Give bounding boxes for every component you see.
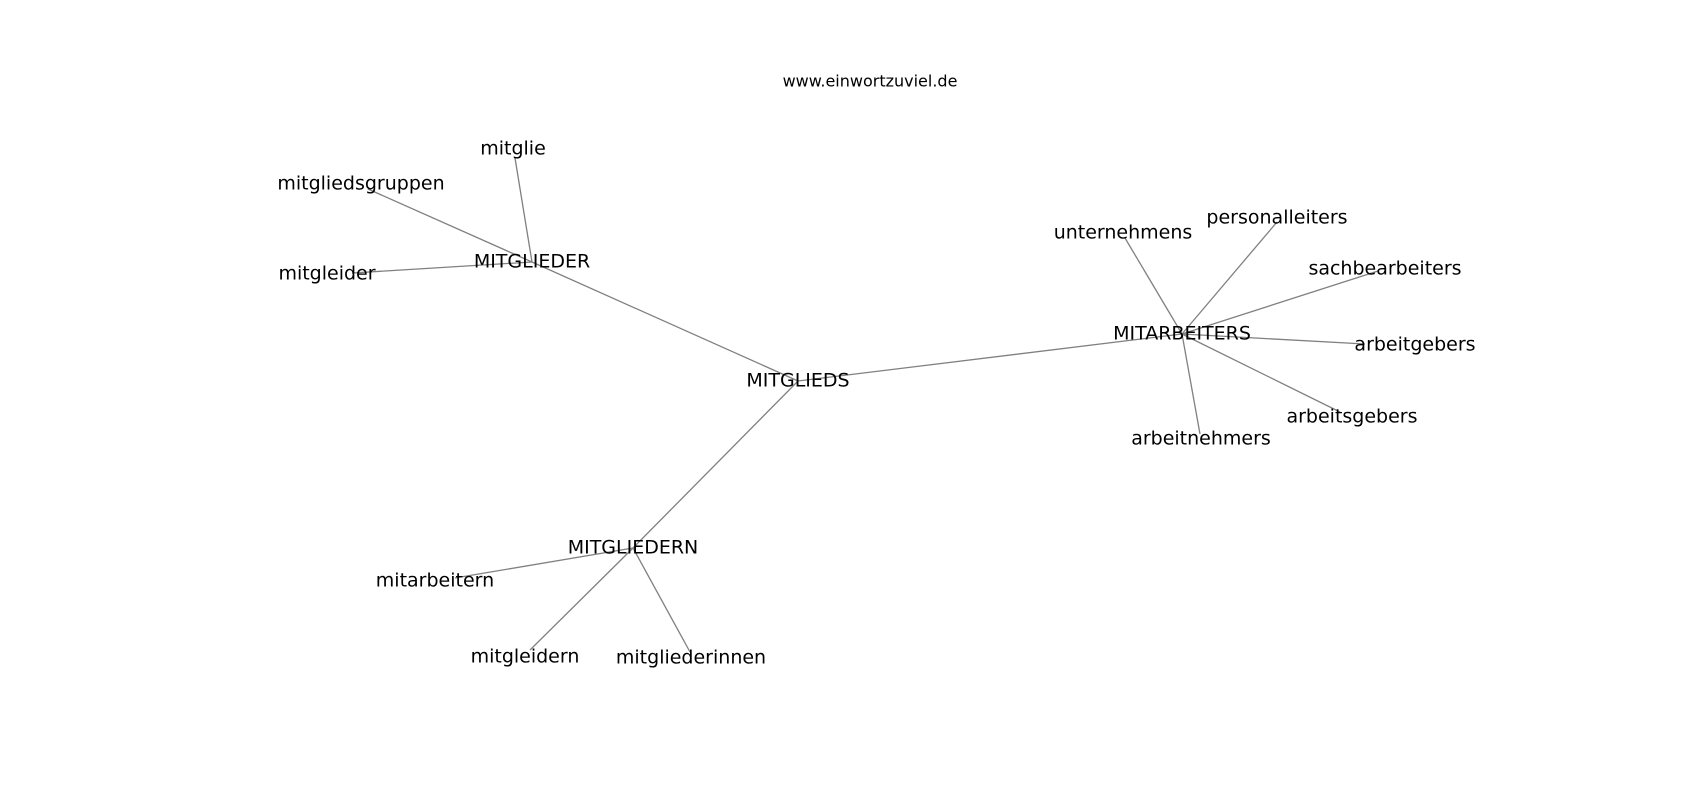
node-label-mitgliedsgruppen: mitgliedsgruppen xyxy=(277,173,444,195)
node-label-mitarbeitern: mitarbeitern xyxy=(376,570,494,592)
edge-mitarbeiters-arbeitgebers xyxy=(1181,333,1366,345)
node-label-mitglieds: MITGLIEDS xyxy=(746,370,849,392)
edge-mitarbeiters-arbeitnehmers xyxy=(1181,333,1201,435)
node-label-mitglie: mitglie xyxy=(480,138,546,160)
edge-mitglieds-mitarbeiters xyxy=(797,333,1183,382)
edge-mitarbeiters-unternehmens xyxy=(1124,237,1183,335)
edge-mitglieder-mitgliedsgruppen xyxy=(367,188,533,263)
edge-mitglieder-mitglie xyxy=(514,157,533,263)
edge-mitarbeiters-sachbearbeiters xyxy=(1181,270,1379,335)
node-layer: MITGLIEDS MITGLIEDER MITGLIEDERN MITARBEITE… xyxy=(277,138,1475,669)
node-label-personalleiters: personalleiters xyxy=(1206,207,1347,229)
edge-mitgliedern-mitarbeitern xyxy=(454,547,634,579)
edge-mitglieds-mitglieder xyxy=(531,261,799,382)
node-label-mitglieder: MITGLIEDER xyxy=(474,251,590,273)
edge-mitgliedern-mitgleidern xyxy=(529,547,634,651)
edge-mitgliedern-mitgliederinnen xyxy=(632,547,691,653)
node-label-arbeitnehmers: arbeitnehmers xyxy=(1131,428,1271,450)
edge-layer xyxy=(351,157,1379,653)
node-label-mitgleidern: mitgleidern xyxy=(471,646,580,668)
node-label-arbeitgebers: arbeitgebers xyxy=(1354,334,1475,356)
node-label-unternehmens: unternehmens xyxy=(1054,222,1193,244)
node-label-mitarbeiters: MITARBEITERS xyxy=(1113,323,1251,345)
edge-mitglieds-mitgliedern xyxy=(632,380,799,549)
edge-mitarbeiters-arbeitsgebers xyxy=(1181,333,1341,413)
edge-mitarbeiters-personalleiters xyxy=(1181,221,1278,335)
site-url: www.einwortzuviel.de xyxy=(783,72,958,91)
node-label-arbeitsgebers: arbeitsgebers xyxy=(1286,406,1417,428)
edge-mitglieder-mitgleider xyxy=(351,261,533,274)
node-label-mitgliederinnen: mitgliederinnen xyxy=(616,647,766,669)
node-label-mitgliedern: MITGLIEDERN xyxy=(568,537,699,559)
node-label-mitgleider: mitgleider xyxy=(278,263,375,285)
node-label-sachbearbeiters: sachbearbeiters xyxy=(1308,258,1461,280)
